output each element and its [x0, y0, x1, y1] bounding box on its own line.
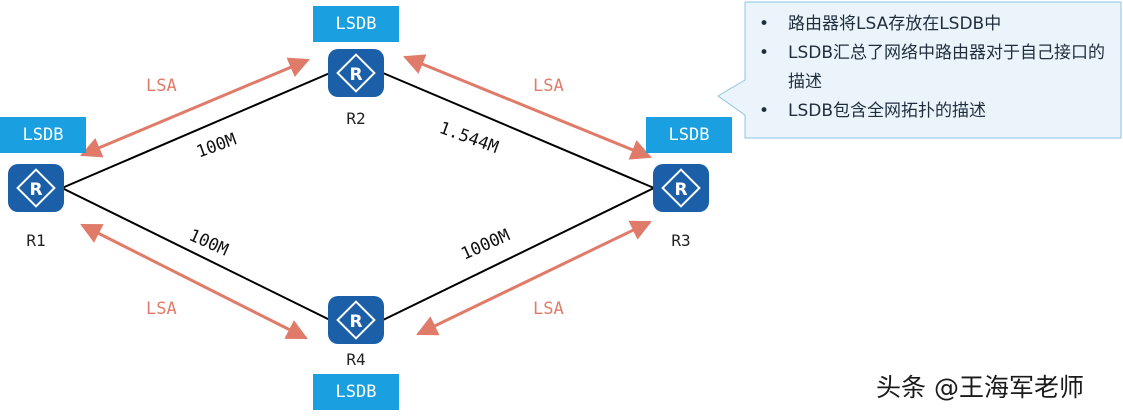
callout-bullet: LSDB包含全网拓扑的描述 [756, 97, 1116, 126]
callout-bullet: 路由器将LSA存放在LSDB中 [756, 10, 1116, 39]
callout-text: 路由器将LSA存放在LSDB中 LSDB汇总了网络中路由器对于自己接口的描述 L… [756, 10, 1116, 126]
lsa-label-r1-r4: LSA [146, 299, 177, 319]
svg-text:R: R [349, 312, 362, 332]
svg-text:R: R [29, 180, 42, 200]
router-r3-label: R3 [671, 231, 691, 250]
lsa-arrow-r1-r2 [80, 57, 310, 158]
lsa-label-r1-r2: LSA [146, 76, 177, 96]
lsdb-box-r2: LSDB [313, 6, 399, 42]
link-r4-r3 [382, 187, 655, 321]
lsa-label-r2-r3: LSA [533, 76, 564, 96]
lsa-arrow-r1-r4 [80, 223, 308, 340]
lsdb-box-r4: LSDB [313, 374, 399, 410]
callout-bullet: LSDB汇总了网络中路由器对于自己接口的描述 [756, 39, 1116, 97]
lsa-label-r4-r3: LSA [533, 299, 564, 319]
lsa-arrow-r4-r3 [416, 220, 652, 336]
link-r2-r3 [382, 72, 655, 189]
lsdb-box-r1: LSDB [0, 117, 86, 153]
link-r1-r4 [61, 187, 331, 321]
link-r1-r2 [61, 72, 331, 189]
router-r1-label: R1 [26, 231, 46, 250]
router-r1-icon: R [8, 164, 64, 212]
svg-text:R: R [674, 180, 687, 200]
watermark-text: 头条 @王海军老师 [876, 373, 1084, 402]
router-r4-label: R4 [346, 350, 366, 369]
router-r3-icon: R [653, 164, 709, 212]
lsa-arrow-r2-r3 [403, 54, 652, 160]
callout-bullet-list: 路由器将LSA存放在LSDB中 LSDB汇总了网络中路由器对于自己接口的描述 L… [756, 10, 1116, 126]
router-r2-icon: R [328, 49, 384, 97]
router-r4-icon: R [328, 296, 384, 344]
router-r2-label: R2 [346, 109, 366, 128]
svg-text:R: R [349, 65, 362, 85]
lsdb-box-r3: LSDB [646, 117, 732, 153]
